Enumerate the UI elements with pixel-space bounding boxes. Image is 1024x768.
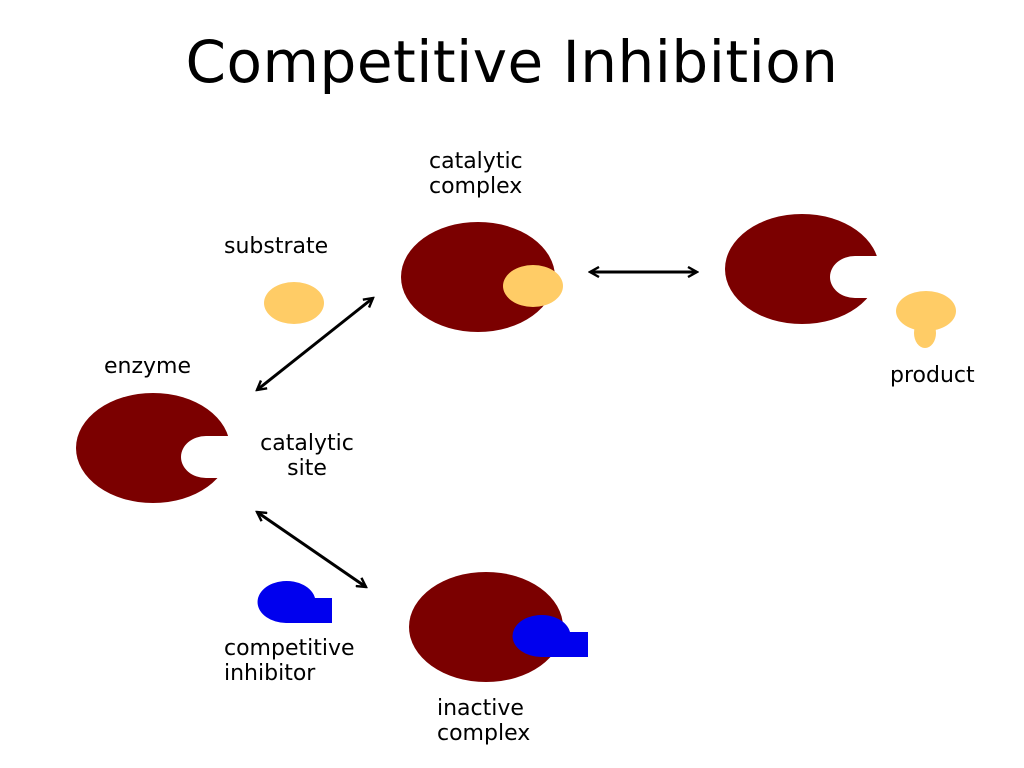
catalytic-complex-shape — [401, 222, 563, 332]
label-substrate: substrate — [224, 234, 329, 259]
substrate-shape — [264, 282, 324, 324]
enzyme-shape — [76, 393, 235, 503]
label-catalytic-complex: catalytic complex — [429, 149, 523, 199]
label-catalytic-site: catalytic site — [260, 431, 354, 481]
inactive-complex-shape — [409, 572, 588, 682]
product-shape — [896, 291, 956, 348]
competitive-inhibitor-shape — [257, 581, 332, 623]
label-competitive-inhibitor: competitive inhibitor — [224, 636, 355, 686]
arrow-enzyme-inhibitor — [257, 512, 366, 587]
enzyme-after-reaction-shape — [725, 214, 884, 324]
label-product: product — [890, 363, 975, 388]
label-enzyme: enzyme — [104, 354, 192, 379]
arrow-enzyme-substrate — [257, 298, 373, 390]
slide-title: Competitive Inhibition — [185, 28, 839, 96]
label-inactive-complex: inactive complex — [437, 696, 531, 746]
